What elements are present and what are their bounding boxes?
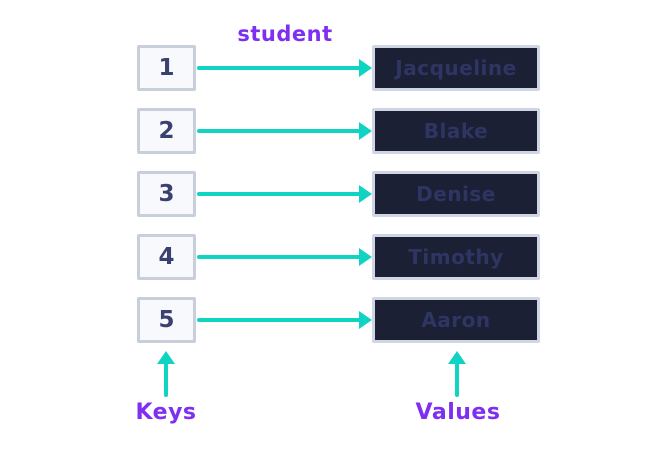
key-box: 5 xyxy=(137,297,196,343)
arrow-stem xyxy=(197,318,362,322)
arrow-stem xyxy=(455,363,459,397)
key-text: 3 xyxy=(158,181,175,207)
arrow-head xyxy=(359,311,372,329)
value-box: Aaron xyxy=(372,297,540,343)
arrow-right-icon xyxy=(196,171,372,217)
arrow-head xyxy=(359,185,372,203)
arrow-right-icon xyxy=(196,45,372,91)
arrow-stem xyxy=(164,363,168,397)
map-row: 3 Denise xyxy=(137,171,540,217)
arrow-head xyxy=(359,59,372,77)
map-name-label: student xyxy=(237,22,333,46)
value-text: Timothy xyxy=(408,245,504,269)
arrow-up-values-icon xyxy=(448,351,466,397)
key-text: 1 xyxy=(158,55,175,81)
values-label: Values xyxy=(415,400,501,425)
map-row: 1 Jacqueline xyxy=(137,45,540,91)
key-box: 1 xyxy=(137,45,196,91)
map-row: 5 Aaron xyxy=(137,297,540,343)
value-text: Aaron xyxy=(421,308,491,332)
keys-label: Keys xyxy=(135,400,197,425)
arrow-head xyxy=(448,351,466,364)
arrow-stem xyxy=(197,192,362,196)
key-text: 2 xyxy=(158,118,175,144)
map-row: 2 Blake xyxy=(137,108,540,154)
arrow-stem xyxy=(197,129,362,133)
arrow-right-icon xyxy=(196,297,372,343)
arrow-head xyxy=(157,351,175,364)
arrow-stem xyxy=(197,66,362,70)
arrow-head xyxy=(359,248,372,266)
key-text: 4 xyxy=(158,244,175,270)
value-text: Jacqueline xyxy=(395,56,517,80)
value-box: Denise xyxy=(372,171,540,217)
arrow-head xyxy=(359,122,372,140)
value-text: Denise xyxy=(416,182,496,206)
key-box: 4 xyxy=(137,234,196,280)
value-box: Jacqueline xyxy=(372,45,540,91)
arrow-up-keys-icon xyxy=(157,351,175,397)
value-box: Timothy xyxy=(372,234,540,280)
arrow-right-icon xyxy=(196,108,372,154)
arrow-stem xyxy=(197,255,362,259)
key-box: 3 xyxy=(137,171,196,217)
key-box: 2 xyxy=(137,108,196,154)
arrow-right-icon xyxy=(196,234,372,280)
value-box: Blake xyxy=(372,108,540,154)
map-row: 4 Timothy xyxy=(137,234,540,280)
key-text: 5 xyxy=(158,307,175,333)
value-text: Blake xyxy=(423,119,489,143)
